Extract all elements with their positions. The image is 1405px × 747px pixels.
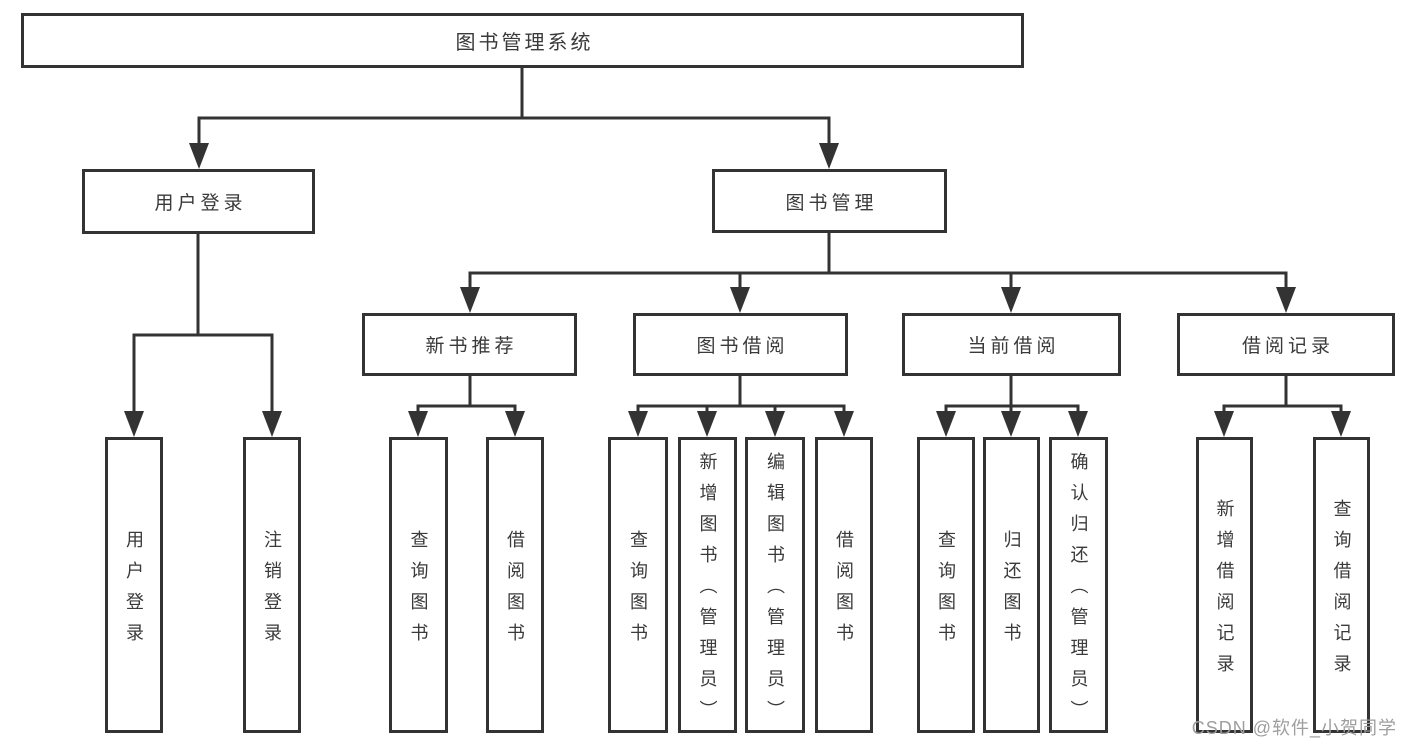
node-current-borrow: 当前借阅 bbox=[902, 313, 1121, 376]
leaf-add-book-admin: 新增图书（管理员） bbox=[678, 437, 737, 733]
node-new-book-recommend-label: 新书推荐 bbox=[425, 336, 518, 357]
node-borrow-records: 借阅记录 bbox=[1177, 313, 1395, 376]
node-book-management: 图书管理 bbox=[712, 169, 947, 233]
leaf-query-books-borrow: 查询图书 bbox=[608, 437, 668, 733]
leaf-query-borrow-record: 查询借阅记录 bbox=[1313, 437, 1370, 733]
connector-level2-branch bbox=[197, 116, 831, 148]
arrowheads bbox=[124, 143, 1351, 437]
leaf-add-borrow-record: 新增借阅记录 bbox=[1196, 437, 1253, 733]
node-new-book-recommend: 新书推荐 bbox=[362, 313, 577, 376]
leaf-user-login: 用户登录 bbox=[105, 437, 163, 733]
leaf-edit-book-admin: 编辑图书（管理员） bbox=[745, 437, 805, 733]
connector-level3-branch bbox=[468, 271, 1288, 290]
leaf-borrow-books: 借阅图书 bbox=[815, 437, 873, 733]
node-book-management-label: 图书管理 bbox=[785, 192, 878, 214]
connector-borrow-records-branch bbox=[1222, 404, 1343, 414]
leaf-confirm-return-admin: 确认归还（管理员） bbox=[1049, 437, 1108, 733]
node-book-borrow: 图书借阅 bbox=[633, 313, 848, 376]
node-borrow-records-label: 借阅记录 bbox=[1241, 336, 1334, 357]
connector-user-login-branch bbox=[132, 333, 274, 414]
leaf-return-book: 归还图书 bbox=[983, 437, 1040, 733]
node-root: 图书管理系统 bbox=[21, 13, 1024, 68]
node-root-label: 图书管理系统 bbox=[455, 32, 594, 54]
node-user-login: 用户登录 bbox=[82, 169, 315, 234]
node-user-login-label: 用户登录 bbox=[154, 193, 247, 214]
watermark: CSDN @软件_小贺同学 bbox=[1191, 718, 1397, 738]
leaf-query-books-current: 查询图书 bbox=[917, 437, 975, 733]
node-book-borrow-label: 图书借阅 bbox=[696, 336, 789, 357]
connector-new-book-branch bbox=[416, 404, 517, 414]
leaf-borrow-books-recommend: 借阅图书 bbox=[486, 437, 544, 733]
leaf-query-books-recommend: 查询图书 bbox=[389, 437, 448, 733]
leaf-logout: 注销登录 bbox=[243, 437, 301, 733]
node-current-borrow-label: 当前借阅 bbox=[967, 336, 1060, 357]
connector-book-borrow-branch bbox=[636, 404, 846, 414]
